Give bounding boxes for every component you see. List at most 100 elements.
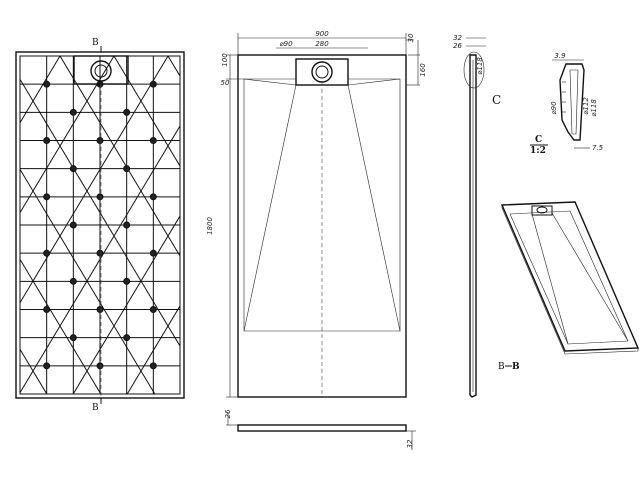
- rib-diagonal: [492, 56, 640, 394]
- dim-detail-top: 3.9: [554, 52, 566, 60]
- iso-tray-inner: [509, 210, 629, 345]
- support-foot: [123, 277, 131, 285]
- dim-detail-c: ⌀118: [590, 99, 598, 117]
- support-foot: [96, 306, 104, 313]
- plan-drain-outer: [311, 61, 333, 83]
- slope-corner-right: [347, 78, 401, 86]
- slope-left: [243, 84, 297, 332]
- slope-right: [347, 84, 401, 332]
- rib-diagonal: [222, 56, 425, 394]
- support-foot: [43, 137, 51, 144]
- section-mark-top: B: [92, 38, 99, 48]
- support-foot: [123, 334, 131, 342]
- side-elevation: 26 32: [224, 409, 416, 450]
- support-foot: [149, 137, 157, 144]
- underside-drain-inner: [94, 64, 108, 78]
- support-foot: [69, 277, 77, 285]
- dim-drain-diameter: ⌀90: [279, 40, 293, 48]
- support-foot: [123, 108, 131, 116]
- dim-length: 1800: [206, 217, 214, 235]
- rib-diagonal: [59, 56, 180, 257]
- dim-drain-offset: 280: [315, 40, 329, 48]
- dim-section-b: 26: [453, 42, 462, 50]
- underside-drain-housing: [73, 55, 129, 85]
- support-foot: [149, 80, 157, 88]
- plan-view: 900 280 ⌀90 30 160 100 50 1800: [206, 30, 427, 398]
- detail-title: C: [535, 135, 542, 145]
- rib-diagonal: [72, 215, 180, 394]
- detail-scale: 1:2: [530, 146, 546, 156]
- dim-section-a: 32: [453, 34, 462, 42]
- rib-diagonal: [20, 168, 156, 394]
- rib-diagonal: [330, 56, 533, 394]
- detail-c-profile: [559, 63, 585, 141]
- dim-offset-top: 160: [419, 63, 427, 77]
- dim-detail-a: ⌀90: [550, 101, 558, 115]
- rib-grid: [0, 56, 640, 394]
- dim-left-small: 100: [221, 53, 229, 67]
- underside-outline: [15, 51, 185, 399]
- support-foot: [96, 249, 104, 257]
- iso-thickness: [501, 205, 639, 355]
- iso-drain: [536, 206, 548, 214]
- support-foot: [96, 193, 104, 201]
- underside-drain-outer: [90, 60, 112, 82]
- section-profile: [469, 54, 477, 398]
- side-outline: [237, 424, 407, 432]
- support-foot: [69, 221, 77, 229]
- support-foot: [43, 362, 51, 370]
- rib-diagonal: [235, 56, 438, 394]
- dim-width: 900: [315, 30, 329, 38]
- rib-diagonal: [0, 56, 6, 394]
- rib-diagonal: [20, 56, 61, 124]
- dim-detail-bottom: 7.5: [592, 144, 604, 152]
- iso-outline: [500, 201, 640, 352]
- support-foot: [96, 362, 104, 370]
- underside-view: B B: [0, 38, 640, 413]
- iso-slope-right: [551, 212, 629, 342]
- support-foot: [96, 137, 104, 144]
- detail-c-drain-body: [569, 69, 579, 135]
- section-view: ⌀118 32 26 C B B: [453, 34, 520, 398]
- rib-diagonal: [20, 78, 180, 347]
- rib-diagonal: [113, 56, 180, 167]
- iso-drain-housing: [531, 205, 553, 216]
- support-foot: [149, 306, 157, 313]
- iso-slope-left: [531, 213, 569, 345]
- slope-corner-left: [243, 78, 297, 86]
- support-foot: [123, 221, 131, 229]
- support-foot: [43, 249, 51, 257]
- rib-diagonal: [20, 258, 102, 394]
- dim-edge-top: 30: [407, 33, 415, 42]
- section-mark-bottom: B: [92, 403, 99, 413]
- rib-diagonal: [20, 125, 180, 394]
- detail-c-callout-label: C: [492, 93, 501, 107]
- rib-diagonal: [20, 56, 115, 214]
- rib-diagonal: [167, 56, 180, 77]
- plan-drain-housing: [295, 58, 349, 86]
- support-foot: [43, 80, 51, 88]
- support-foot: [69, 108, 77, 116]
- rib-diagonal: [20, 56, 169, 304]
- section-caption-b1: B: [498, 362, 505, 372]
- support-foot: [123, 165, 131, 173]
- support-foot: [43, 193, 51, 201]
- dim-detail-b: ⌀112: [582, 97, 590, 115]
- rib-diagonal: [438, 56, 640, 394]
- dim-side-top: 26: [224, 409, 232, 418]
- support-foot: [43, 306, 51, 313]
- dim-left-side: 50: [221, 79, 230, 87]
- support-foot: [149, 249, 157, 257]
- plan-drain-inner: [315, 65, 329, 79]
- support-foot: [149, 362, 157, 370]
- rib-diagonal: [289, 56, 492, 394]
- detail-c-view: 3.9 ⌀90 ⌀112 ⌀118 7.5 C 1:2: [530, 52, 604, 156]
- dim-section-drain: ⌀118: [476, 57, 484, 75]
- rib-diagonal: [126, 305, 180, 394]
- section-caption-b2: B: [512, 362, 520, 372]
- detail-c-callout-circle: [463, 51, 485, 89]
- isometric-view: [500, 201, 640, 355]
- support-foot: [69, 165, 77, 173]
- support-foot: [149, 193, 157, 201]
